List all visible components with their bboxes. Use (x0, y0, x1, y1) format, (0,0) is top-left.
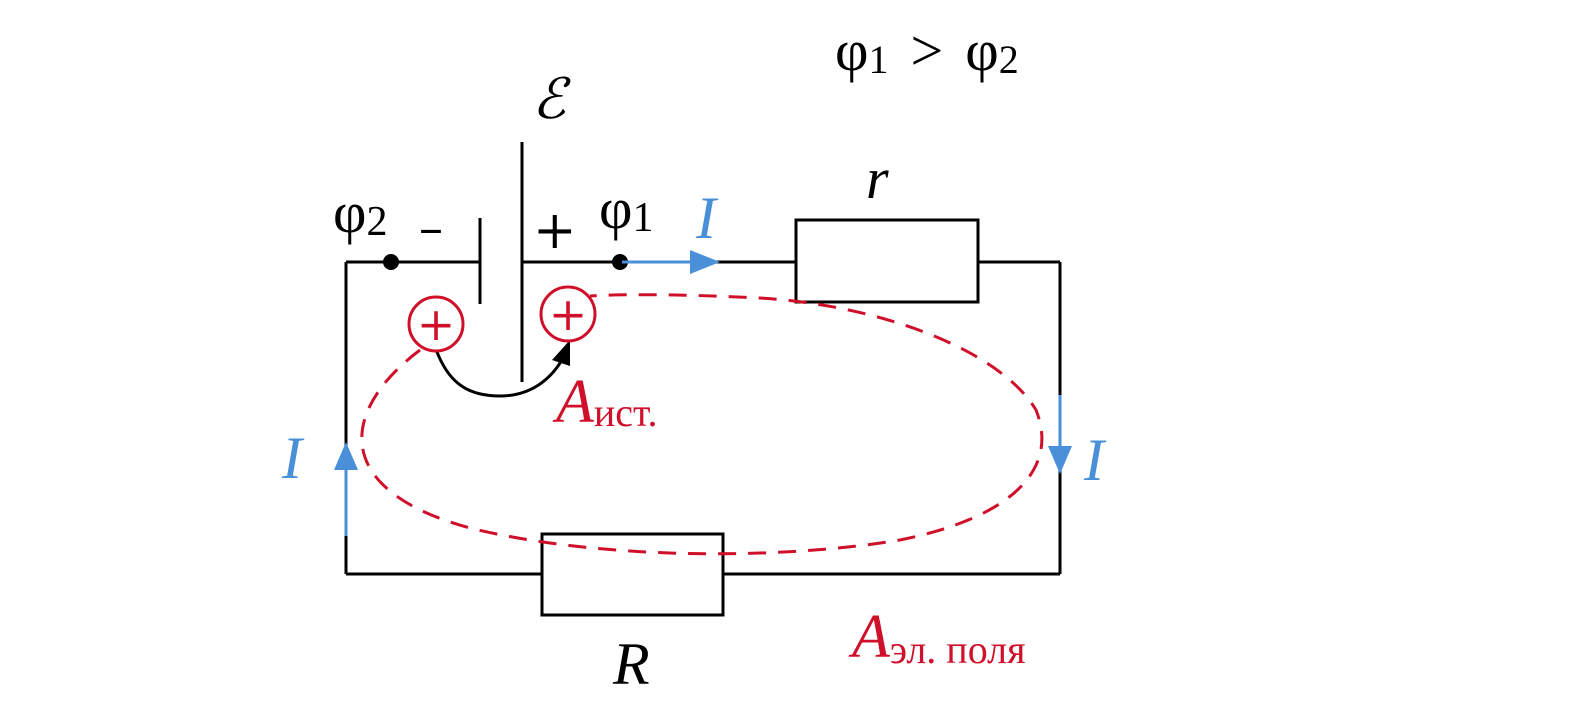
positive-charge-right: + (539, 285, 597, 343)
plus-sign: + (533, 201, 577, 261)
phi1-symbol: φ (599, 176, 632, 241)
phi2-sub: 2 (366, 199, 387, 245)
current-label-left: I (281, 425, 305, 491)
current-label-right: I (1083, 427, 1107, 493)
minus-sign: – (419, 200, 443, 256)
charge-symbol-right: + (549, 287, 588, 341)
charge-circle-right (539, 285, 597, 343)
condition-operator: > (910, 18, 943, 83)
phi1-sub: 1 (632, 195, 653, 241)
emf-label: ℰ (532, 69, 571, 131)
work-field-main: A (848, 603, 891, 671)
condition-phi-a: φ (835, 18, 868, 83)
current-arrow-left-head (334, 442, 358, 470)
phi2-symbol: φ (333, 180, 366, 245)
circuit-wires (344, 260, 1062, 576)
source-work-arrow-path (435, 351, 564, 398)
charge-circle-left (407, 295, 465, 353)
condition-sub-a: 1 (868, 37, 888, 82)
current-arrow-right-head (1048, 446, 1072, 474)
positive-charge-left: + (407, 295, 465, 353)
work-field-label: Aэл. поля (848, 603, 1026, 672)
node-phi1 (612, 254, 628, 270)
current-label-top: I (695, 185, 719, 251)
terminal-plus-label: φ1 (599, 176, 653, 241)
internal-resistor-label: r (866, 146, 889, 211)
condition-sub-b: 2 (999, 37, 1019, 82)
work-source-sub: ист. (594, 390, 658, 435)
current-arrows (334, 250, 1072, 536)
external-resistor-label: R (612, 631, 650, 697)
source-work-arrow-head (552, 340, 570, 366)
charge-symbol-left: + (417, 297, 456, 351)
terminal-minus-label: φ2 (333, 180, 387, 245)
charge-path-dashed (360, 293, 1044, 556)
work-source-main: A (552, 368, 595, 436)
work-field-sub: эл. поля (890, 627, 1026, 672)
node-phi2 (383, 254, 399, 270)
external-resistor (540, 532, 725, 617)
condition-phi-b: φ (965, 18, 998, 83)
current-arrow-top-head (690, 250, 720, 274)
work-source-label: Aист. (552, 368, 658, 436)
potential-condition: φ1>φ2 (835, 18, 1019, 83)
internal-resistor (794, 218, 980, 304)
